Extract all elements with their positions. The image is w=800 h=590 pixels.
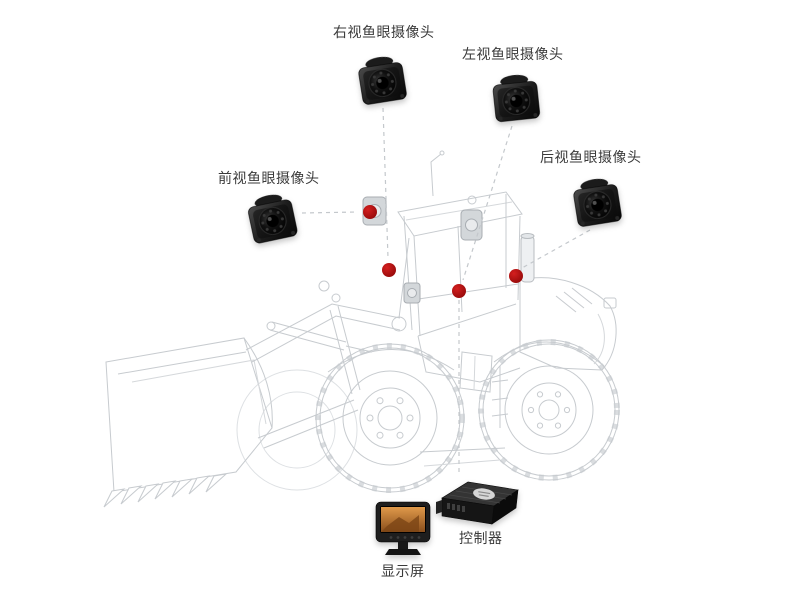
label-right-fisheye-camera: 右视鱼眼摄像头 bbox=[333, 24, 435, 40]
monitor-icon bbox=[371, 499, 435, 561]
label-left-fisheye-camera: 左视鱼眼摄像头 bbox=[462, 46, 564, 62]
camera-mount-dot bbox=[452, 284, 466, 298]
right-fisheye-camera-icon bbox=[346, 45, 419, 114]
label-display: 显示屏 bbox=[381, 563, 425, 579]
connector-right-camera bbox=[382, 107, 389, 259]
label-controller: 控制器 bbox=[459, 530, 503, 546]
label-rear-fisheye-camera: 后视鱼眼摄像头 bbox=[540, 149, 642, 165]
camera-mount-dot bbox=[382, 263, 396, 277]
left-fisheye-camera-icon bbox=[481, 65, 551, 131]
controller-box-icon bbox=[432, 472, 524, 530]
connector-left-camera bbox=[462, 125, 513, 281]
connector-rear-camera bbox=[521, 229, 591, 269]
camera-mount-dot bbox=[363, 205, 377, 219]
connector-front-camera bbox=[301, 211, 359, 214]
rear-fisheye-camera-icon bbox=[561, 167, 634, 236]
camera-mount-dot bbox=[509, 269, 523, 283]
label-front-fisheye-camera: 前视鱼眼摄像头 bbox=[218, 170, 320, 186]
